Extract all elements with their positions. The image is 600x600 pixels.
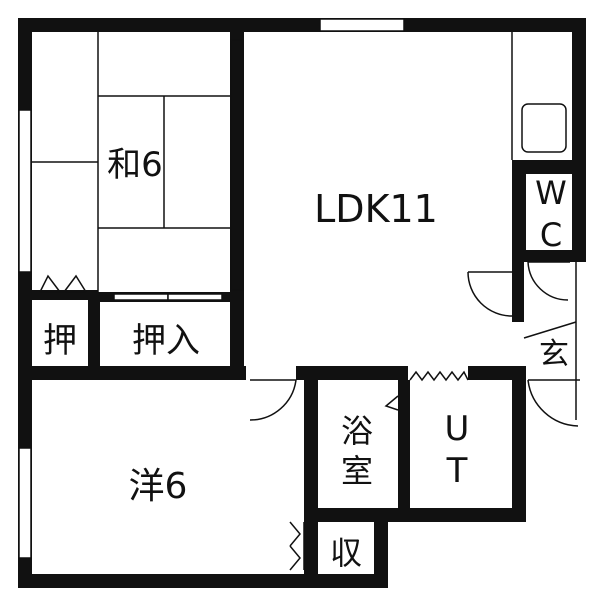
wall-oshiire-small-top <box>18 290 98 300</box>
wall-wc-left <box>512 160 526 260</box>
wall-top <box>18 18 586 32</box>
wall-bath-ut <box>398 380 410 522</box>
wall-ut-right <box>512 372 526 522</box>
tatami-mat-lines <box>32 32 230 292</box>
sliding-door-left <box>113 293 169 301</box>
sliding-door-right <box>167 293 223 301</box>
label-ut-2: T <box>446 451 468 491</box>
wall-bath-top-right <box>468 366 526 380</box>
oshiire-sliding-doors <box>113 293 223 301</box>
kitchen-counter <box>511 32 567 160</box>
door-swing-icon <box>249 379 297 421</box>
wall-genkan-left <box>512 262 524 322</box>
window-youshitsu-left <box>18 447 32 559</box>
label-oshiire-small: 押 <box>43 321 77 361</box>
wall-oshiire-divider <box>88 292 100 378</box>
folding-door-icon <box>39 274 87 293</box>
accordion-door-icon <box>409 370 469 382</box>
wall-youshitsu-bath <box>304 366 318 522</box>
windows <box>18 18 405 559</box>
label-ldk: LDK11 <box>314 187 438 231</box>
wall-washitsu-ldk <box>230 18 244 373</box>
label-wc-2: C <box>540 216 562 254</box>
label-youshitsu: 洋6 <box>129 466 188 507</box>
label-oshiire: 押入 <box>132 321 200 361</box>
door-swing-icon <box>527 262 580 427</box>
window-washitsu-left <box>18 109 32 273</box>
kitchen-sink-icon <box>521 103 567 153</box>
folding-door-icon <box>289 521 305 571</box>
wall-wc-top <box>512 160 586 174</box>
step-icon <box>523 321 577 339</box>
wall-bath-bottom <box>304 508 526 522</box>
door-swing-icon <box>527 261 570 301</box>
label-ut-1: U <box>445 409 470 449</box>
label-storage: 収 <box>330 534 362 572</box>
wall-bath-top-left <box>296 366 408 380</box>
wall-wc-bottom <box>512 250 586 262</box>
wall-washitsu-ldk-inner <box>230 39 244 291</box>
room-labels: 和6 LDK11 押 押入 洋6 浴 室 U T 収 W C 玄 <box>43 145 569 572</box>
label-wc-1: W <box>535 174 567 212</box>
wall-youshitsu-top <box>18 366 246 380</box>
wall-right-upper <box>572 18 586 258</box>
door-swing-icon <box>467 271 513 317</box>
label-washitsu: 和6 <box>107 145 163 185</box>
window-ldk-top <box>319 18 405 32</box>
label-bath-2: 室 <box>341 452 373 490</box>
wall-youshitsu-storage <box>304 508 318 588</box>
label-bath-1: 浴 <box>341 412 373 450</box>
wall-bottom <box>18 574 388 588</box>
door-swings <box>249 261 580 427</box>
door-swing-icon <box>384 395 399 411</box>
label-genkan: 玄 <box>539 337 569 372</box>
wall-storage-right <box>374 512 388 588</box>
